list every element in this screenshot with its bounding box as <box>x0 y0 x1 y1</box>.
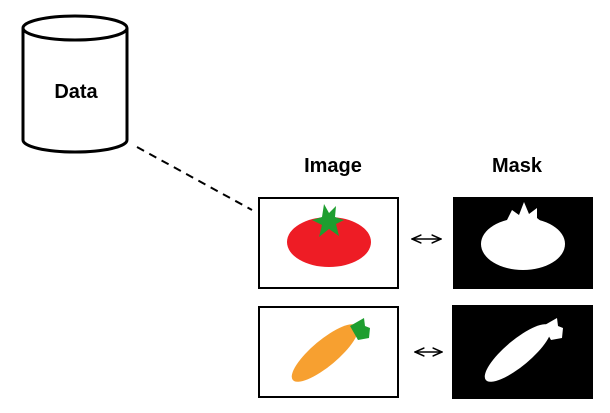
tomato-icon <box>287 204 371 267</box>
tomato-image-frame <box>258 197 399 289</box>
dashed-connector <box>136 146 253 211</box>
carrot-mask-icon <box>484 318 563 382</box>
mask-column-header: Mask <box>492 155 543 177</box>
carrot-icon <box>291 318 370 382</box>
database-label: Data <box>54 81 98 103</box>
tomato-mask-frame <box>453 197 593 289</box>
carrot-mask-frame <box>452 305 593 399</box>
image-column-header: Image <box>304 155 362 177</box>
tomato-mask-icon <box>481 202 565 270</box>
carrot-image-frame <box>258 306 399 398</box>
database-cylinder-icon <box>21 14 129 154</box>
